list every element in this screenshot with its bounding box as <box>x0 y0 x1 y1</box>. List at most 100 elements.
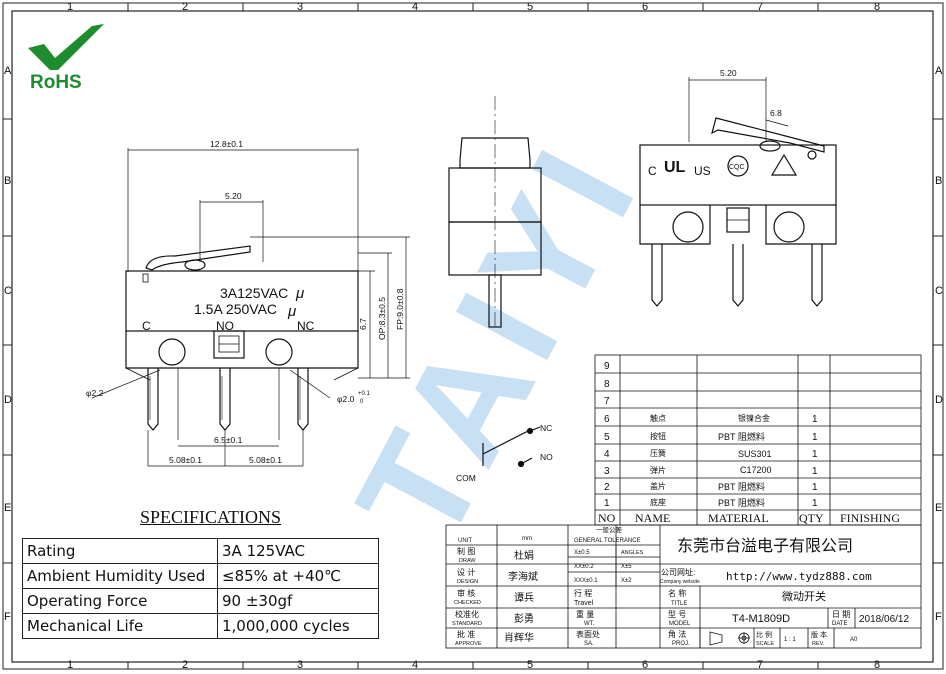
svg-text:4: 4 <box>604 449 610 460</box>
spec-value: 3A 125VAC <box>217 538 379 564</box>
svg-text:1: 1 <box>812 466 818 477</box>
lever <box>145 245 251 271</box>
bom-row: 7 <box>604 396 610 407</box>
svg-text:PBT 阻燃料: PBT 阻燃料 <box>718 481 765 492</box>
spec-key: Operating Force <box>22 588 218 614</box>
col-label: 7 <box>757 1 763 13</box>
dim-height-fp: FP:9.0±0.8 <box>395 288 405 330</box>
svg-text:按钮: 按钮 <box>650 431 666 441</box>
tb-design-label: 设 计 <box>457 567 475 577</box>
projection-icon <box>709 631 750 646</box>
svg-text:5: 5 <box>604 432 610 443</box>
row-label: A <box>935 65 943 77</box>
col-label: 5 <box>527 1 533 13</box>
col-label: 5 <box>527 659 533 671</box>
svg-text:弹片: 弹片 <box>650 465 666 475</box>
col-label: 1 <box>67 659 73 671</box>
tb-surface-label: 表面处 <box>576 629 600 639</box>
svg-text:7: 7 <box>604 396 610 407</box>
tb-tol-xxx: XXX±0.1 <box>574 578 598 584</box>
svg-text:1: 1 <box>812 432 818 443</box>
tb-title-value: 微动开关 <box>782 589 826 603</box>
mount-hole-right <box>265 338 293 366</box>
tb-rev-label-en: REV. <box>812 641 825 647</box>
spec-key: Rating <box>22 538 218 564</box>
row-label: D <box>4 394 12 406</box>
col-label: 6 <box>642 1 648 13</box>
side-view <box>448 96 542 330</box>
body-rating-1: 3A125VAC <box>220 285 288 301</box>
dim-hole-right-tol-minus: 0 <box>360 399 364 405</box>
schematic-labels: COM NC NO <box>456 423 553 483</box>
tb-approve-name: 肖辉华 <box>504 631 534 644</box>
terminal-nc <box>297 368 309 431</box>
dim-pin-center: 6.5±0.1 <box>214 435 243 445</box>
svg-text:1: 1 <box>812 449 818 460</box>
spec-value: ≤85% at +40℃ <box>217 563 379 589</box>
tb-standard-name: 彭勇 <box>514 612 534 625</box>
svg-text:8: 8 <box>604 379 610 390</box>
row-label: B <box>935 175 942 187</box>
bom-text: NO NAME MATERIAL QTY FINISHING 9 8 7 6 触… <box>598 361 900 525</box>
tb-standard-label: 校准化 <box>455 609 479 619</box>
bom-row: 2 盖片 PBT 阻燃料 1 <box>604 481 818 493</box>
svg-text:6: 6 <box>604 414 610 425</box>
dim-right-width: 5.20 <box>720 68 737 78</box>
tb-draw-name: 杜娟 <box>514 549 534 562</box>
spec-value: 1,000,000 cycles <box>217 613 379 639</box>
switch-schematic <box>482 426 541 468</box>
border-labels: 1 2 3 4 5 6 7 8 1 2 3 4 5 6 7 8 A B C D … <box>4 1 943 671</box>
tb-standard-label-en: STANDARD <box>452 621 482 627</box>
tb-date-value: 2018/06/12 <box>859 614 909 625</box>
tb-travel-label: 行 程 <box>574 588 592 598</box>
tb-proj-label: 角 法 <box>668 629 686 639</box>
svg-text:银镍合金: 银镍合金 <box>738 413 770 423</box>
tb-unit-value: mm <box>522 536 532 542</box>
svg-text:触点: 触点 <box>650 413 666 423</box>
tb-tol-xx-angle: X±5 <box>621 564 632 570</box>
tb-weight-label-en: WT. <box>584 621 595 627</box>
svg-text:SUS301: SUS301 <box>738 449 772 459</box>
tb-design-name: 李海斌 <box>508 570 538 583</box>
spec-key: Ambient Humidity Used <box>22 563 218 589</box>
body-mu-2: μ <box>287 303 296 320</box>
dim-height-body: 6.7 <box>358 318 368 330</box>
watermark: TAIYI <box>324 117 671 569</box>
schematic-com: COM <box>456 473 476 483</box>
svg-text:1: 1 <box>812 482 818 493</box>
svg-text:PBT 阻燃料: PBT 阻燃料 <box>718 431 765 442</box>
svg-text:TAIYI: TAIYI <box>324 117 671 569</box>
tb-website-label: 公司网址: <box>661 567 695 577</box>
svg-text:1: 1 <box>812 414 818 425</box>
tb-design-label-en: DESIGN <box>457 579 478 585</box>
col-label: 8 <box>874 1 880 13</box>
body-print: 3A125VAC μ 1.5A 250VAC μ C NO NC <box>142 285 315 333</box>
border-ticks <box>3 3 943 669</box>
spec-row: Rating 3A 125VAC <box>22 538 379 564</box>
tb-scale-label: 比 例 <box>756 630 772 639</box>
tb-date-label-en: DATE <box>832 621 848 627</box>
svg-text:PBT 阻燃料: PBT 阻燃料 <box>718 497 765 508</box>
bom-row: 4 压簧 SUS301 1 <box>604 448 818 460</box>
svg-text:盖片: 盖片 <box>650 481 666 491</box>
tb-tol-xx: XX±0.2 <box>574 564 594 570</box>
tb-travel-label-en: Travel <box>574 600 594 607</box>
mark-ul-icon: UL <box>664 159 686 176</box>
col-label: 1 <box>67 1 73 13</box>
bom-header-finishing: FINISHING <box>840 511 900 525</box>
terminal-c <box>147 368 159 431</box>
tb-website: http://www.tydz888.com <box>726 570 872 583</box>
svg-text:C17200: C17200 <box>740 465 772 475</box>
tb-checked-label: 审 核 <box>457 588 475 598</box>
tb-approve-label: 批 准 <box>457 629 475 639</box>
bom-header-qty: QTY <box>799 511 824 525</box>
row-label: E <box>935 502 942 514</box>
svg-text:2: 2 <box>604 482 610 493</box>
mount-hole-left <box>158 338 186 366</box>
tb-tolerance-label-en: GENERAL TOLERANCE <box>574 538 641 544</box>
terminal-no <box>219 368 231 431</box>
dim-hole-left: φ2.2 <box>86 388 104 398</box>
bom-grid <box>594 354 922 526</box>
schematic-no: NO <box>540 452 553 462</box>
front-dimensions <box>91 148 410 467</box>
